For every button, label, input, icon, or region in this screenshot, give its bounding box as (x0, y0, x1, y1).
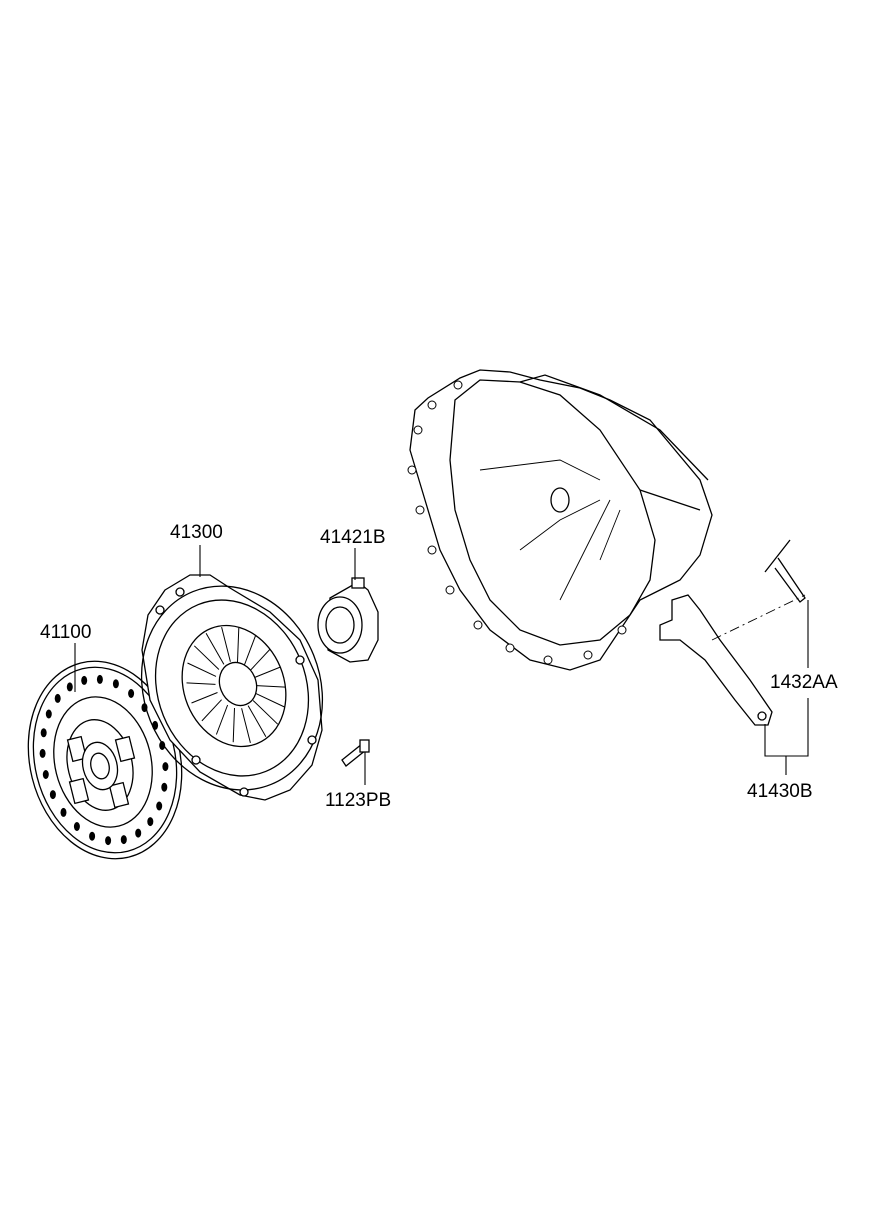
label-41421B: 41421B (320, 527, 386, 548)
label-41300: 41300 (170, 522, 223, 543)
leader-41430B (764, 698, 809, 775)
transmission-housing (407, 369, 713, 671)
label-41430B: 41430B (747, 781, 813, 802)
clutch-cover (140, 574, 324, 801)
label-41100: 41100 (40, 622, 91, 643)
clip (764, 539, 806, 603)
release-bearing (317, 577, 379, 663)
release-fork (659, 594, 773, 726)
clutch-disc (27, 660, 183, 860)
label-1123PB: 1123PB (325, 790, 391, 811)
label-1432AA: 1432AA (770, 672, 838, 693)
